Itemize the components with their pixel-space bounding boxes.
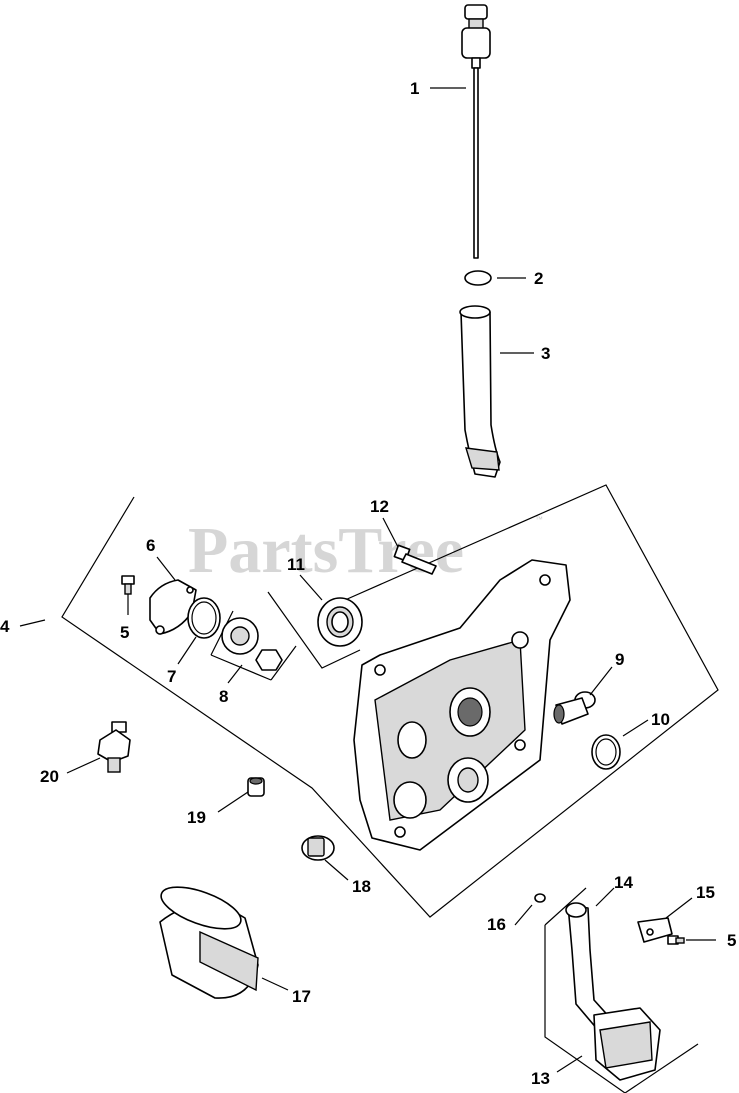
- oil-filter[interactable]: [156, 879, 259, 999]
- cover-o-ring[interactable]: [187, 597, 221, 639]
- watermark-text: PartsTree: [188, 514, 464, 587]
- closure-plate[interactable]: [353, 559, 571, 851]
- small-o-ring[interactable]: [534, 893, 546, 903]
- callout-14: 14: [614, 873, 633, 892]
- bolt[interactable]: [393, 544, 437, 575]
- oil-pickup-strainer[interactable]: [593, 1007, 661, 1081]
- oil-pump-rotor-set[interactable]: [221, 617, 283, 671]
- oil-seal[interactable]: [317, 597, 363, 647]
- screw-upper[interactable]: [121, 575, 135, 595]
- pickup-group-frame: [544, 887, 699, 1093]
- callout-13: 13: [531, 1069, 550, 1088]
- callout-7: 7: [167, 667, 176, 686]
- screw-lower[interactable]: [667, 935, 685, 945]
- oil-pump-cover[interactable]: [149, 579, 197, 635]
- watermark: PartsTree ™: [188, 514, 543, 587]
- callout-4: 4: [0, 617, 10, 636]
- watermark-trademark: ™: [535, 515, 543, 524]
- callout-5-upper: 5: [120, 623, 129, 642]
- o-ring[interactable]: [464, 270, 492, 286]
- dipstick[interactable]: [461, 4, 491, 259]
- callout-12: 12: [370, 497, 389, 516]
- pipe-plug[interactable]: [247, 777, 265, 797]
- callout-1: 1: [410, 79, 419, 98]
- dipstick-tube[interactable]: [459, 305, 501, 478]
- callout-16: 16: [487, 915, 506, 934]
- callout-10: 10: [651, 710, 670, 729]
- closure-plate-group-frame: [61, 484, 719, 918]
- callout-labels: 1 2 3 4 5 6 7 8 9 10 11 12 13 14 15 16 1…: [0, 79, 736, 1088]
- callout-11: 11: [287, 555, 305, 574]
- oil-fitting[interactable]: [553, 691, 596, 725]
- callout-5-lower: 5: [727, 931, 736, 950]
- bracket[interactable]: [637, 917, 673, 943]
- callout-9: 9: [615, 650, 624, 669]
- callout-15: 15: [696, 883, 715, 902]
- oil-pickup-tube[interactable]: [565, 902, 613, 1031]
- drain-plug[interactable]: [301, 835, 335, 861]
- callout-19: 19: [187, 808, 206, 827]
- callout-17: 17: [292, 987, 311, 1006]
- callout-8: 8: [219, 687, 228, 706]
- fitting-o-ring[interactable]: [591, 734, 621, 770]
- callout-20: 20: [40, 767, 59, 786]
- callout-3: 3: [541, 344, 550, 363]
- oil-pressure-switch[interactable]: [97, 721, 131, 773]
- leader-lines: [19, 87, 716, 1073]
- callout-6: 6: [146, 536, 155, 555]
- callout-18: 18: [352, 877, 371, 896]
- callout-2: 2: [534, 269, 543, 288]
